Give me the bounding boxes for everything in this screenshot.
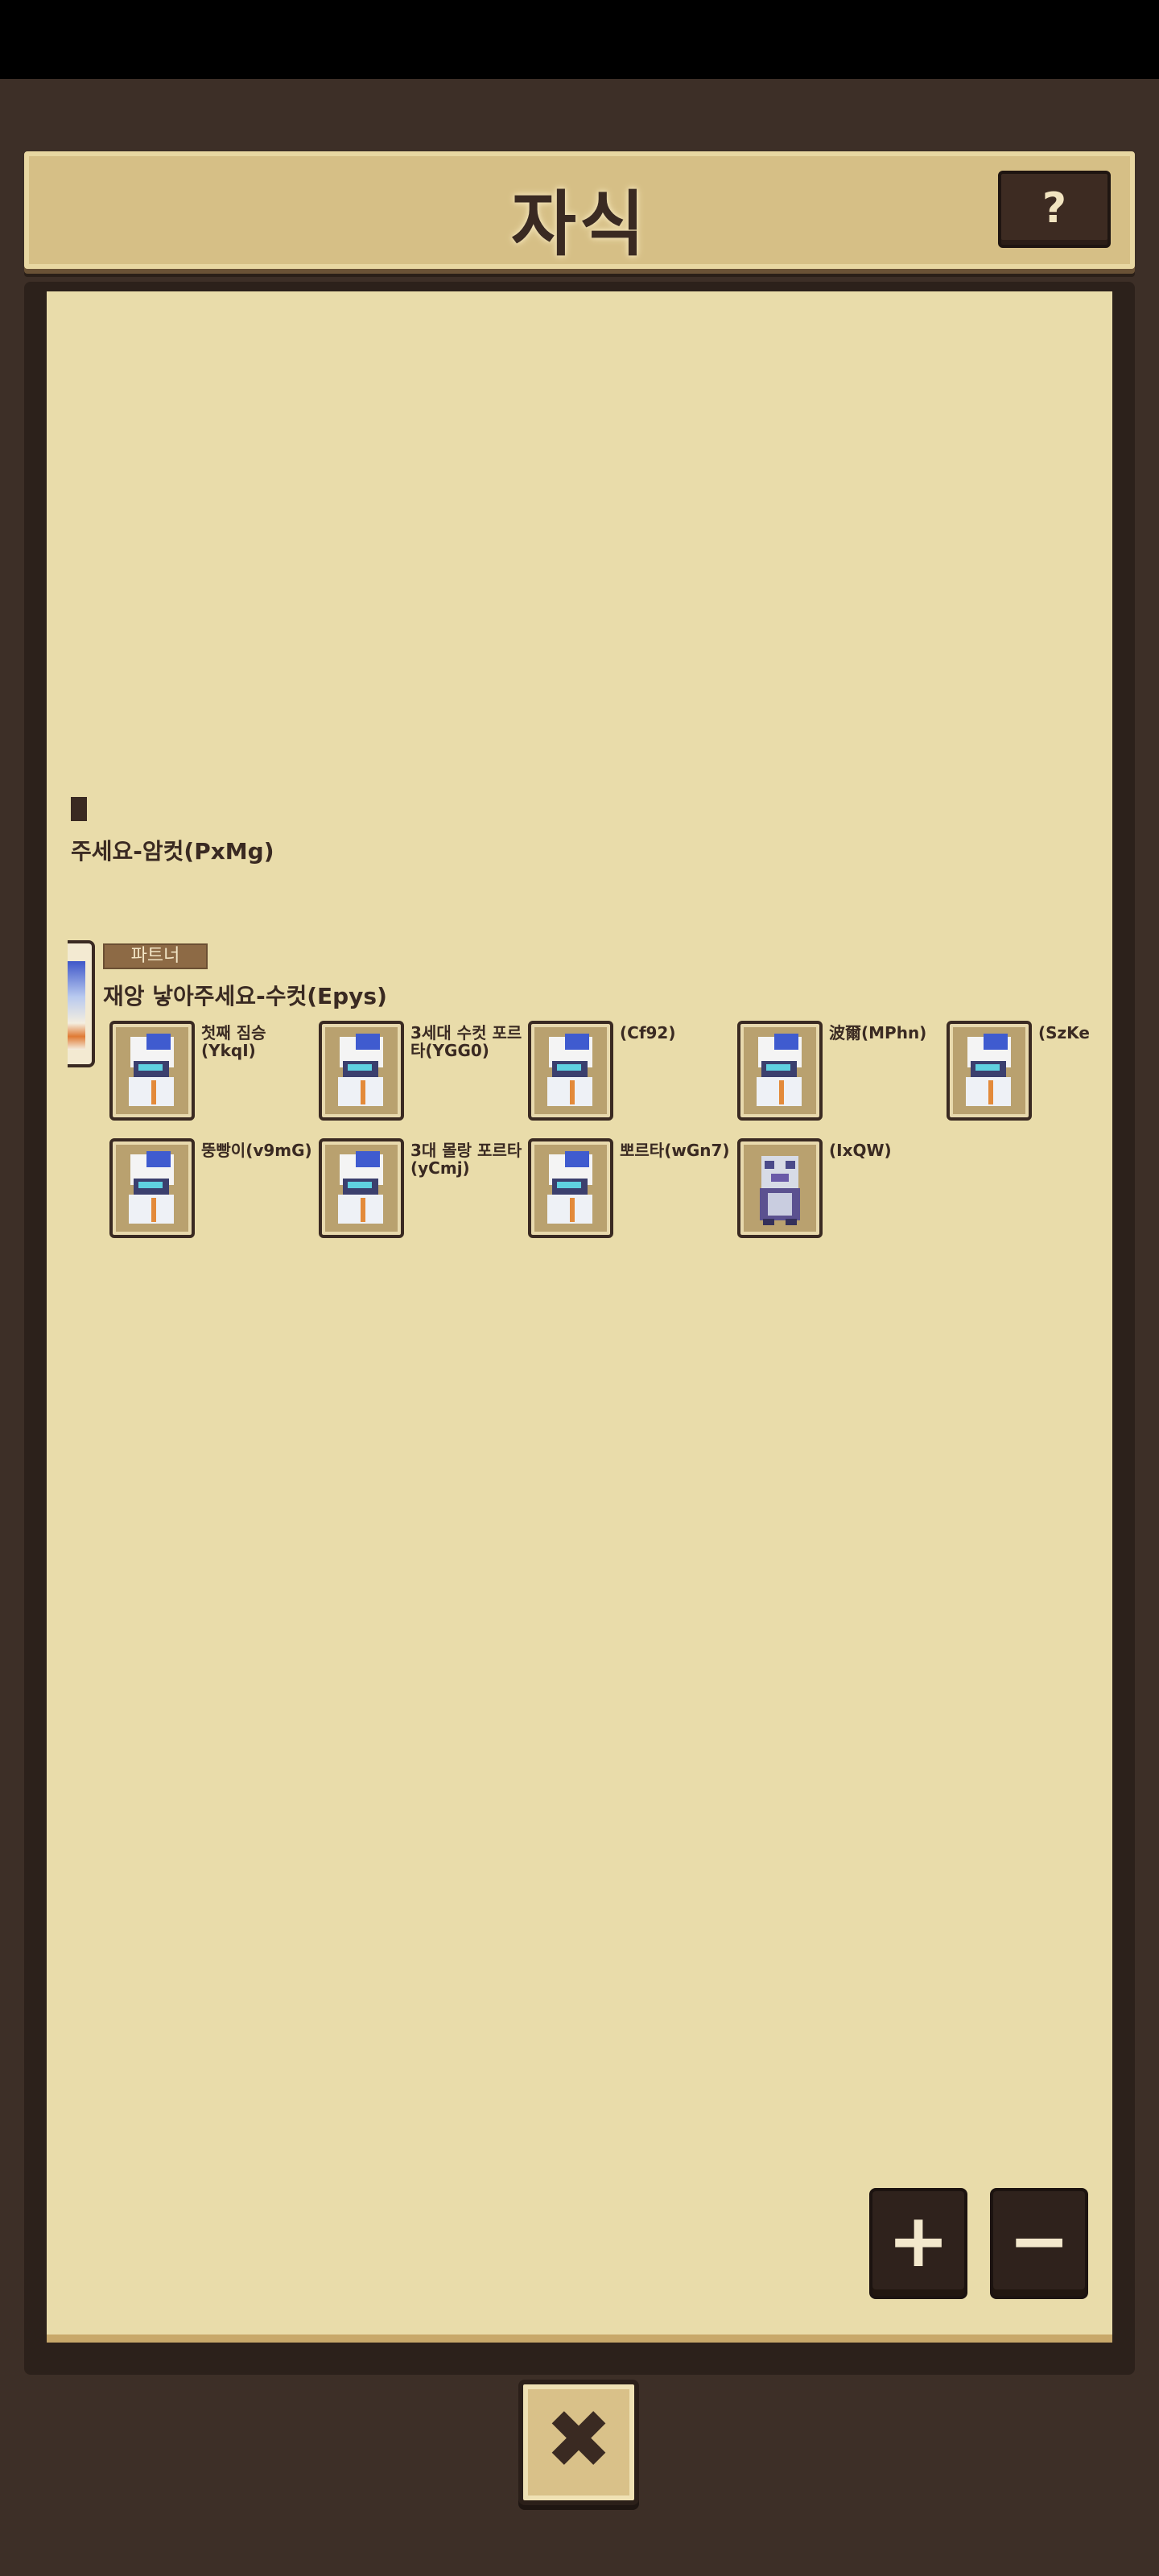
- child-name: 波爾(MPhn): [829, 1023, 927, 1042]
- creature-icon: [757, 1034, 802, 1106]
- creature-icon: [547, 1034, 592, 1106]
- parent-label[interactable]: 주세요-암컷(PxMg): [71, 838, 274, 865]
- child-name: 3대 몰랑 포르타(yCmj): [410, 1141, 522, 1178]
- zoom-out-button[interactable]: −: [990, 2188, 1088, 2299]
- help-button[interactable]: ?: [998, 171, 1111, 248]
- parent-card-partial[interactable]: [68, 940, 95, 1067]
- title-banner: 자식: [24, 151, 1135, 269]
- child-portrait[interactable]: [737, 1138, 823, 1238]
- child-name: 3세대 수컷 포르타(YGG0): [410, 1023, 522, 1060]
- child-name: 첫째 짐승(YkqI): [201, 1023, 266, 1060]
- creature-icon: [760, 1156, 800, 1225]
- child-portrait[interactable]: [109, 1021, 195, 1121]
- child-portrait[interactable]: [947, 1021, 1032, 1121]
- close-button[interactable]: ✖: [518, 2380, 639, 2505]
- child-name: (Cf92): [620, 1023, 676, 1042]
- creature-icon: [338, 1034, 383, 1106]
- creature-icon: [547, 1151, 592, 1224]
- child-name: (SzKe: [1038, 1024, 1090, 1042]
- page-title: 자식: [511, 183, 648, 266]
- creature-icon: [129, 1034, 174, 1106]
- child-portrait[interactable]: [528, 1021, 613, 1121]
- partner-name[interactable]: 재앙 낳아주세요-수컷(Epys): [103, 983, 387, 1009]
- child-name: (IxQW): [829, 1141, 892, 1160]
- status-bar: [0, 0, 1159, 79]
- creature-icon: [129, 1151, 174, 1224]
- child-name: 뽀르타(wGn7): [620, 1141, 730, 1160]
- family-tree-canvas[interactable]: [47, 291, 1112, 2343]
- partner-badge: 파트너: [103, 943, 208, 969]
- child-portrait[interactable]: [109, 1138, 195, 1238]
- node-marker: [71, 797, 87, 821]
- creature-icon: [338, 1151, 383, 1224]
- child-portrait[interactable]: [528, 1138, 613, 1238]
- child-portrait[interactable]: [319, 1021, 404, 1121]
- child-name: 뚱빵이(v9mG): [201, 1141, 312, 1160]
- child-portrait[interactable]: [319, 1138, 404, 1238]
- zoom-in-button[interactable]: +: [869, 2188, 967, 2299]
- creature-icon: [966, 1034, 1011, 1106]
- child-portrait[interactable]: [737, 1021, 823, 1121]
